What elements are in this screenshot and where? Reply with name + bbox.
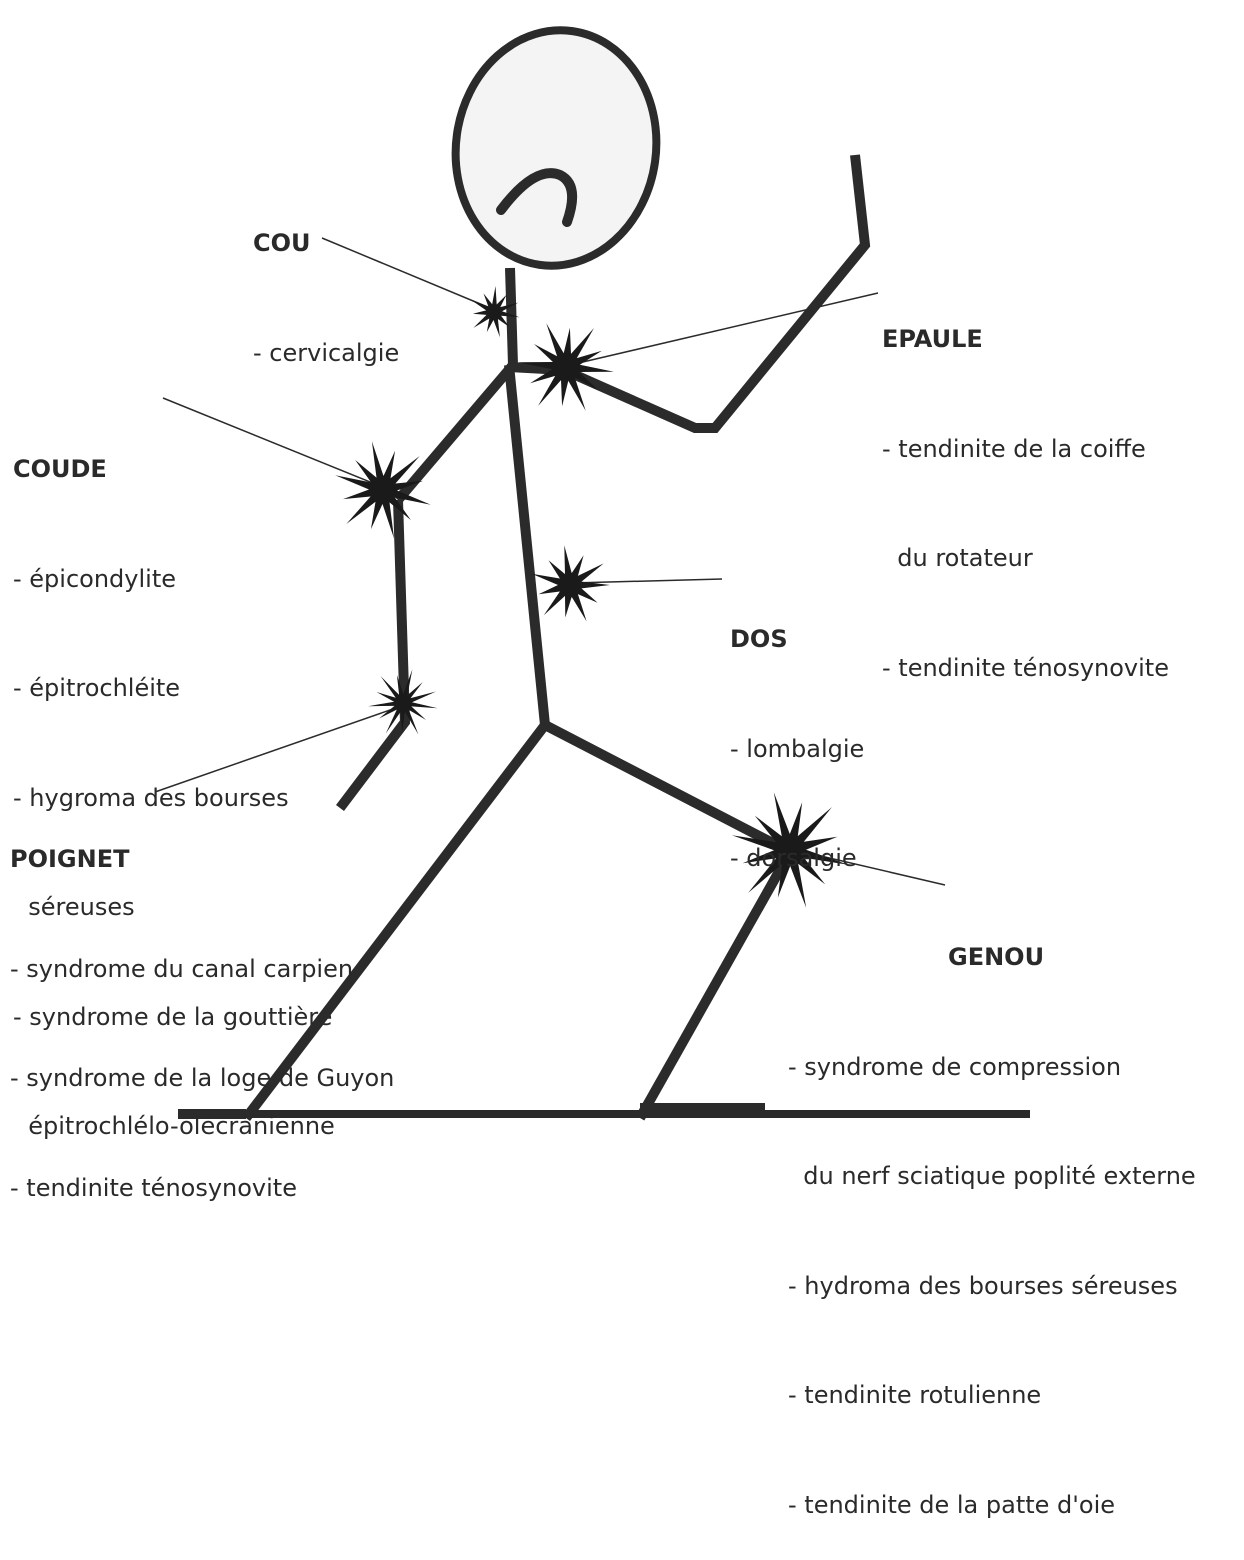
label-dos-item: - lombalgie bbox=[730, 731, 864, 768]
label-coude-item: - épitrochléite bbox=[13, 670, 335, 707]
label-poignet: POIGNET - syndrome du canal carpien - sy… bbox=[10, 768, 394, 1243]
label-coude-title: COUDE bbox=[13, 451, 335, 488]
label-poignet-item: - tendinite ténosynovite bbox=[10, 1170, 394, 1207]
leader-epaule bbox=[570, 293, 878, 365]
pain-star-elbow bbox=[335, 441, 431, 539]
label-cou: COU - cervicalgie bbox=[253, 152, 399, 408]
label-epaule-title: EPAULE bbox=[882, 321, 1169, 358]
label-dos-title: DOS bbox=[730, 621, 864, 658]
label-genou-item: - tendinite de la patte d'oie bbox=[788, 1487, 1196, 1524]
label-poignet-title: POIGNET bbox=[10, 841, 394, 878]
label-cou-item: - cervicalgie bbox=[253, 335, 399, 372]
label-cou-title: COU bbox=[253, 225, 399, 262]
label-poignet-item: - syndrome du canal carpien bbox=[10, 951, 394, 988]
label-coude-item: - épicondylite bbox=[13, 561, 335, 598]
head bbox=[441, 17, 672, 279]
label-epaule-item: du rotateur bbox=[882, 540, 1169, 577]
label-poignet-item: - syndrome de la loge de Guyon bbox=[10, 1060, 394, 1097]
label-epaule-item: - tendinite de la coiffe bbox=[882, 431, 1169, 468]
label-genou-item: - tendinite rotulienne bbox=[788, 1377, 1196, 1414]
upper-arm-left bbox=[398, 365, 513, 500]
label-genou-item: - syndrome de compression bbox=[788, 1049, 1196, 1086]
label-genou: GENOU - syndrome de compression du nerf … bbox=[788, 866, 1196, 1560]
pain-star-back bbox=[532, 545, 610, 621]
forearm-left bbox=[340, 500, 405, 808]
label-genou-title: GENOU bbox=[948, 939, 1196, 976]
leader-dos bbox=[572, 579, 722, 583]
label-dos: DOS - lombalgie - dorsalgie bbox=[730, 548, 864, 913]
label-genou-item: du nerf sciatique poplité externe bbox=[788, 1158, 1196, 1195]
spine bbox=[509, 365, 545, 725]
label-epaule-item: - tendinite ténosynovite bbox=[882, 650, 1169, 687]
label-genou-item: - hydroma des bourses séreuses bbox=[788, 1268, 1196, 1305]
label-epaule: EPAULE - tendinite de la coiffe du rotat… bbox=[882, 248, 1169, 723]
